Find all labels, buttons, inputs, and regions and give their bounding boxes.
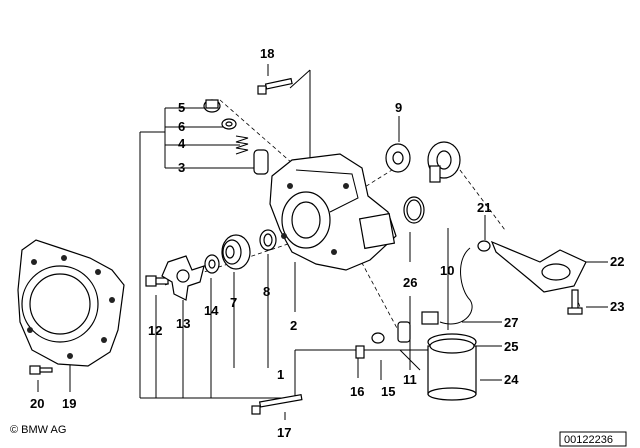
callout-20: 20	[30, 396, 44, 411]
callout-15: 15	[381, 384, 395, 399]
callout-19: 19	[62, 396, 76, 411]
pump-housing-part	[269, 153, 397, 271]
callout-14: 14	[204, 303, 219, 318]
callout-22: 22	[610, 254, 624, 269]
fitting-16-part	[355, 345, 365, 359]
plug-5-part	[203, 99, 221, 113]
callout-24: 24	[504, 372, 519, 387]
fitting-15-part	[371, 332, 385, 344]
callout-27: 27	[504, 315, 518, 330]
catalog-number: 00122236	[564, 434, 613, 446]
bolt-20-part	[29, 365, 53, 375]
callout-12: 12	[148, 323, 162, 338]
callout-7: 7	[230, 295, 237, 310]
piston-3-part	[253, 149, 269, 175]
callout-11: 11	[403, 372, 417, 387]
washer-21-part	[477, 240, 491, 252]
bushing-14-part	[204, 254, 220, 274]
callout-23: 23	[610, 299, 624, 314]
screw-23-part	[567, 289, 583, 315]
callout-17: 17	[277, 425, 291, 440]
oring-8-part	[259, 229, 277, 251]
fitting-11-part	[397, 321, 411, 343]
callout-18: 18	[260, 46, 274, 61]
oil-pickup-22-part	[490, 240, 587, 293]
copyright-text: © BMW AG	[10, 424, 66, 436]
spring-4-part	[235, 135, 249, 155]
bolt-18-part	[257, 77, 293, 95]
oil-filter-part	[427, 333, 477, 401]
bolt-17-part	[251, 394, 303, 415]
gasket-plate-part	[17, 239, 125, 367]
callout-25: 25	[504, 339, 518, 354]
oring-26-part	[403, 196, 425, 224]
callout-6: 6	[178, 119, 185, 134]
callout-21: 21	[477, 200, 491, 215]
catalog-number-box	[559, 431, 627, 447]
ring-6-part	[221, 118, 237, 130]
callout-8: 8	[263, 284, 270, 299]
callout-10: 10	[440, 263, 454, 278]
impeller-13-part	[161, 255, 205, 301]
callout-26: 26	[403, 275, 417, 290]
screw-12-part	[145, 275, 169, 287]
gear-10-part	[427, 141, 461, 183]
sensor-27-part	[421, 247, 473, 325]
callout-2: 2	[290, 318, 297, 333]
seal-7-part	[221, 234, 251, 270]
callouts: 1 2 3 4 5 6 7 8 9 10 11 12 13 14 15 16 1…	[30, 46, 624, 440]
callout-5: 5	[178, 100, 185, 115]
callout-3: 3	[178, 160, 185, 175]
callout-13: 13	[176, 316, 190, 331]
callout-4: 4	[178, 136, 186, 151]
gear-9-part	[385, 143, 411, 173]
callout-16: 16	[350, 384, 364, 399]
callout-1: 1	[277, 367, 284, 382]
callout-9: 9	[395, 100, 402, 115]
